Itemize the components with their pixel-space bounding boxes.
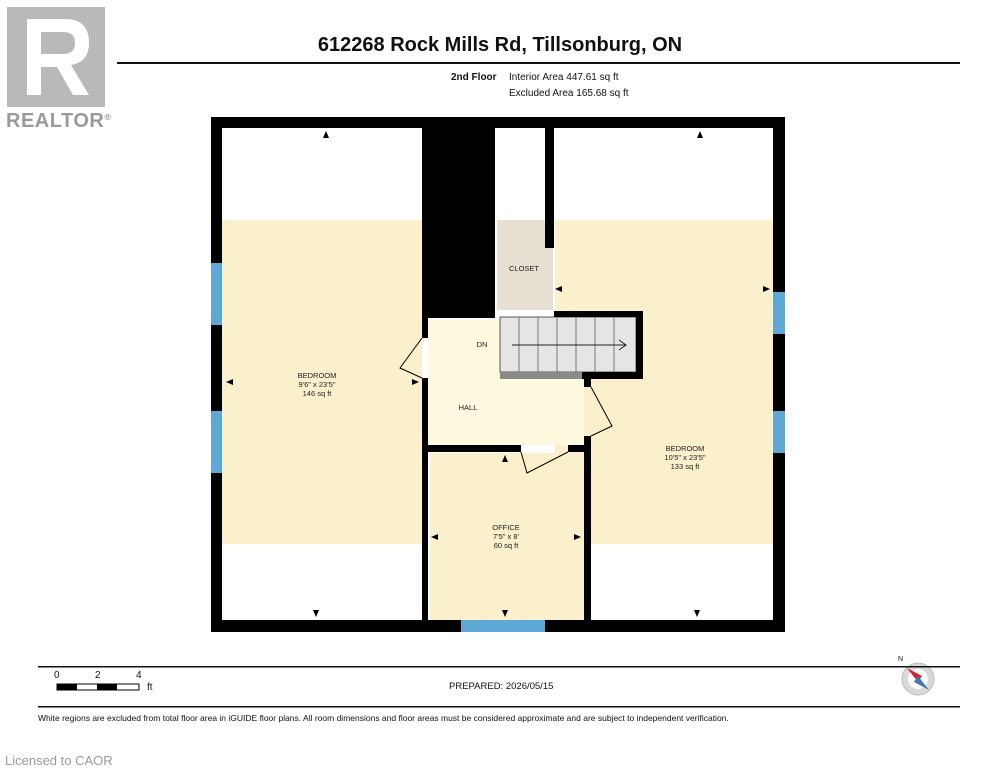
doors (399, 337, 613, 474)
scale-unit: ft (147, 682, 153, 693)
scale-bar (56, 683, 140, 691)
scale-tick-2: 2 (95, 670, 101, 681)
room-label-closet: CLOSET (508, 264, 539, 273)
room-dims: 10'5" x 23'5" (664, 453, 706, 462)
header-rule (117, 62, 960, 64)
page-title: 612268 Rock Mills Rd, Tillsonburg, ON (317, 34, 683, 56)
room-area: 60 sq ft (493, 541, 519, 550)
excluded-area: Excluded Area 165.68 sq ft (509, 88, 629, 99)
room-label-office: OFFICE 7'5" x 8' 60 sq ft (451, 523, 561, 550)
compass-north-label: N (898, 656, 904, 663)
room-dims: 7'5" x 8' (493, 532, 519, 541)
disclaimer-text: White regions are excluded from total fl… (38, 713, 729, 723)
dimension-arrows (226, 131, 770, 617)
room-label-bedroom-right: BEDROOM 10'5" x 23'5" 133 sq ft (630, 444, 740, 471)
room-name: BEDROOM (665, 444, 705, 453)
room-label-bedroom-left: BEDROOM 9'6" x 23'5" 146 sq ft (262, 371, 372, 398)
room-label-hall: HALL (458, 403, 478, 412)
compass-icon (901, 662, 935, 696)
interior-area: Interior Area 447.61 sq ft (509, 72, 619, 83)
realtor-logo (7, 7, 105, 107)
scale-tick-0: 0 (54, 670, 60, 681)
realtor-brand-text: REALTOR® (6, 110, 111, 133)
realtor-r-logo-icon (7, 7, 105, 107)
prepared-date: PREPARED: 2026/05/15 (449, 681, 554, 692)
stairs (499, 316, 637, 379)
room-dims: 9'6" x 23'5" (298, 380, 336, 389)
license-notice: Licensed to CAOR (5, 753, 113, 768)
windows (211, 263, 785, 632)
room-area: 146 sq ft (302, 389, 332, 398)
room-name: BEDROOM (297, 371, 337, 380)
office-fill (430, 453, 584, 621)
scale-tick-4: 4 (136, 670, 142, 681)
bedroom-left-fill (222, 220, 422, 544)
room-name: OFFICE (492, 523, 520, 532)
closet-fill (497, 220, 553, 310)
registered-mark: ® (104, 112, 112, 122)
brand-text: REALTOR (6, 110, 105, 132)
floor-label: 2nd Floor (451, 72, 497, 83)
stairs-down-label: DN (476, 340, 488, 349)
room-area: 133 sq ft (670, 462, 700, 471)
